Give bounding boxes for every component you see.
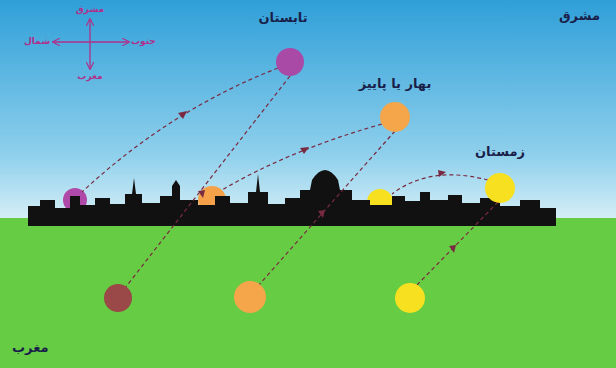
ground — [0, 218, 616, 368]
season-label: تابستان — [258, 10, 307, 26]
equinox-sun-below — [234, 281, 266, 313]
season-label: زمستان — [475, 144, 525, 160]
sky — [0, 0, 616, 222]
summer-sun-below — [104, 284, 132, 312]
compass-label: شمال — [24, 36, 50, 47]
compass-label: مغرب — [77, 71, 102, 82]
sun-path-lines — [82, 68, 498, 288]
equinox-sun — [380, 102, 410, 132]
winter-sun — [485, 173, 515, 203]
summer-sun — [276, 48, 304, 76]
direction-arrows — [178, 111, 456, 253]
direction-label: مشرق — [559, 8, 600, 24]
season-label: بهار یا پاییز — [359, 76, 432, 92]
compass-label: جنوب — [131, 36, 156, 47]
compass-rose — [54, 20, 128, 68]
winter-sun-below — [395, 283, 425, 313]
city-skyline — [28, 170, 556, 226]
compass-label: مشرق — [76, 4, 104, 15]
direction-label: مغرب — [12, 340, 49, 356]
